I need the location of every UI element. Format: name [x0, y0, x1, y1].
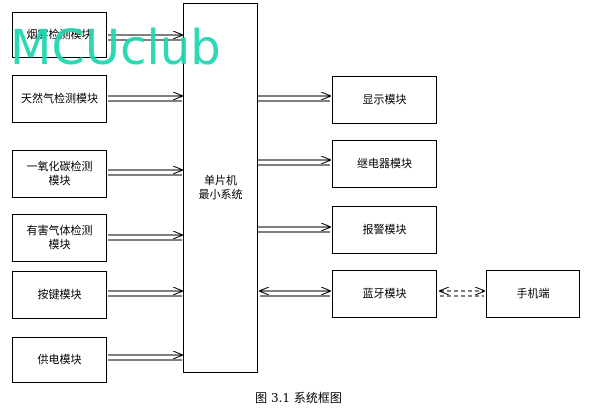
key-block: 按键模块: [12, 271, 107, 319]
arrow-key-to-mcu: [108, 291, 182, 297]
power-block: 供电模块: [12, 337, 107, 383]
power-label: 供电模块: [37, 353, 82, 366]
arrow-power-to-mcu: [108, 355, 182, 361]
relay-block: 继电器模块: [332, 140, 437, 188]
arrow-mcu-to-display: [258, 96, 330, 102]
phone-block: 手机端: [486, 270, 580, 318]
figure-caption: 图 3.1 系统框图: [255, 391, 342, 405]
co-detect-label-line1: 一氧化碳检测: [26, 160, 93, 173]
smoke-detect-block: 烟雾检测模块: [12, 12, 107, 58]
key-label: 按键模块: [37, 288, 82, 301]
watermark: MCUclub: [10, 20, 221, 76]
mcu-label-line2: 最小系统: [198, 188, 243, 201]
display-block: 显示模块: [332, 76, 437, 124]
arrow-mcu-bluetooth-bidirectional: [260, 291, 330, 297]
mcu-label-line1: 单片机: [204, 174, 237, 187]
bluetooth-block: 蓝牙模块: [332, 270, 437, 318]
mcu-block: 单片机 最小系统: [183, 3, 258, 373]
co-detect-block: 一氧化碳检测 模块: [12, 150, 107, 198]
relay-label: 继电器模块: [357, 157, 412, 170]
arrow-gas-to-mcu: [108, 96, 182, 102]
arrow-harmful-to-mcu: [108, 235, 182, 241]
smoke-detect-label: 烟雾检测模块: [26, 28, 93, 41]
harmful-gas-detect-block: 有害气体检测 模块: [12, 214, 107, 262]
display-label: 显示模块: [362, 93, 407, 106]
gas-detect-block: 天然气检测模块: [12, 75, 107, 123]
arrow-bluetooth-phone-wireless: [440, 291, 484, 297]
arrow-mcu-to-alarm: [258, 227, 330, 233]
harmful-gas-label-line2: 模块: [48, 238, 71, 251]
gas-detect-label: 天然气检测模块: [21, 92, 98, 105]
alarm-label: 报警模块: [362, 223, 407, 236]
arrow-co-to-mcu: [108, 170, 182, 176]
phone-label: 手机端: [516, 287, 550, 300]
arrow-smoke-to-mcu: [108, 35, 182, 41]
bluetooth-label: 蓝牙模块: [362, 287, 407, 300]
alarm-block: 报警模块: [332, 206, 437, 254]
arrow-mcu-to-relay: [258, 160, 330, 166]
co-detect-label-line2: 模块: [48, 174, 71, 187]
harmful-gas-label-line1: 有害气体检测: [26, 224, 93, 237]
